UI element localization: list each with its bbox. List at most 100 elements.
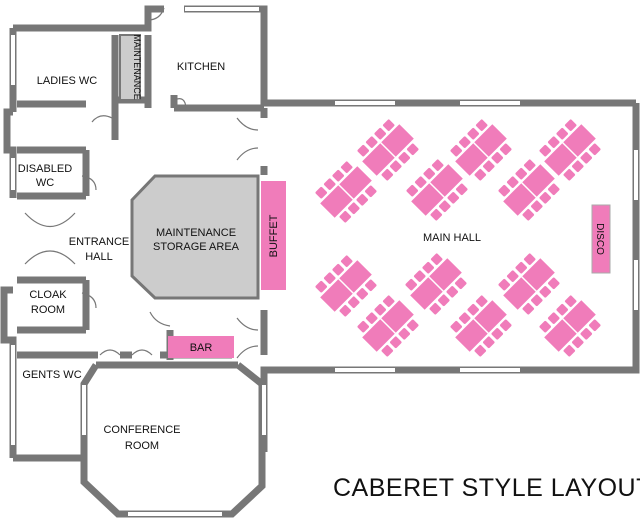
chair xyxy=(571,159,585,174)
chair xyxy=(449,319,463,334)
room-label-storage-line2: STORAGE AREA xyxy=(153,241,240,253)
chair xyxy=(381,294,396,308)
cabaret-table xyxy=(497,158,561,222)
cabaret-table xyxy=(405,158,469,222)
chair xyxy=(547,182,561,197)
chair xyxy=(314,185,328,200)
room-label-cloak-room-line2: ROOM xyxy=(31,304,65,316)
room-label-gents-wc: GENTS WC xyxy=(22,369,81,381)
chair xyxy=(521,302,536,316)
maintenance-cupboard xyxy=(119,34,141,101)
room-label-conference-line1: CONFERENCE xyxy=(103,424,180,436)
doors xyxy=(24,7,259,359)
chair xyxy=(406,142,420,157)
table-seam xyxy=(427,275,445,293)
chair xyxy=(571,335,585,350)
table-seam xyxy=(379,141,397,159)
chair xyxy=(588,318,602,333)
cabaret-table xyxy=(449,294,513,358)
chair xyxy=(538,285,553,299)
cabaret-tables xyxy=(314,118,602,358)
chair xyxy=(364,311,379,325)
room-label-maintenance: MAINTENANCE xyxy=(132,34,142,100)
chair xyxy=(454,276,468,291)
chair xyxy=(356,143,370,158)
chair xyxy=(474,294,489,308)
chair xyxy=(389,335,403,350)
chair xyxy=(505,269,520,283)
cabaret-table xyxy=(497,252,561,316)
chair xyxy=(563,294,578,308)
chair xyxy=(314,279,328,294)
chair xyxy=(339,160,354,174)
buffet-counter xyxy=(261,181,286,290)
chair xyxy=(421,260,435,275)
chair xyxy=(530,293,544,308)
chair xyxy=(579,327,594,341)
chair xyxy=(380,168,395,182)
chair xyxy=(437,293,451,308)
cabaret-table xyxy=(356,294,420,358)
buffet-label: BUFFET xyxy=(268,214,280,257)
chair xyxy=(381,118,396,132)
chair xyxy=(490,327,505,341)
chair xyxy=(474,118,489,132)
chair xyxy=(555,302,569,317)
chair xyxy=(563,118,578,132)
chair xyxy=(355,287,370,301)
chair xyxy=(347,201,361,216)
chair xyxy=(499,318,513,333)
chair xyxy=(389,159,403,174)
chair xyxy=(588,142,602,157)
table-seam xyxy=(472,141,490,159)
chair xyxy=(490,151,505,165)
chair xyxy=(546,135,561,149)
room-label-disabled-wc-line2: WC xyxy=(36,177,54,189)
windows xyxy=(11,7,638,516)
table-seam xyxy=(561,141,579,159)
table-seam xyxy=(520,275,538,293)
chair xyxy=(412,269,427,283)
chair xyxy=(522,158,537,172)
room-label-kitchen: KITCHEN xyxy=(177,61,225,73)
room-label-storage-line1: MAINTENANCE xyxy=(156,227,236,239)
chair xyxy=(373,302,387,317)
table-seam xyxy=(561,317,579,335)
chair xyxy=(505,175,520,189)
chair xyxy=(473,344,488,358)
chair xyxy=(449,143,463,158)
chair xyxy=(406,318,420,333)
disco-label: DISCO xyxy=(594,223,605,255)
chair xyxy=(547,276,561,291)
chair xyxy=(538,191,553,205)
chair xyxy=(373,126,387,141)
chair xyxy=(380,344,395,358)
chair xyxy=(446,191,461,205)
cabaret-table xyxy=(314,254,378,318)
chair xyxy=(522,252,537,266)
chair xyxy=(331,262,345,277)
maintenance-storage-area xyxy=(130,174,260,300)
chair xyxy=(445,285,460,299)
table-seam xyxy=(337,277,355,295)
cabaret-table xyxy=(314,160,378,224)
table-seam xyxy=(520,181,538,199)
chair xyxy=(331,168,345,183)
table-seam xyxy=(472,317,490,335)
chair xyxy=(538,143,552,158)
cabaret-table xyxy=(538,294,602,358)
chair xyxy=(430,158,445,172)
room-label-disabled-wc-line1: DISABLED xyxy=(18,163,72,175)
chair xyxy=(457,311,472,325)
table-seam xyxy=(337,183,355,201)
chair xyxy=(562,344,577,358)
chair xyxy=(482,335,496,350)
chair xyxy=(555,126,569,141)
room-label-ladies-wc: LADIES WC xyxy=(37,75,98,87)
chair xyxy=(404,277,418,292)
chair xyxy=(413,175,428,189)
chair xyxy=(482,159,496,174)
chair xyxy=(438,199,452,214)
chair xyxy=(538,319,552,334)
